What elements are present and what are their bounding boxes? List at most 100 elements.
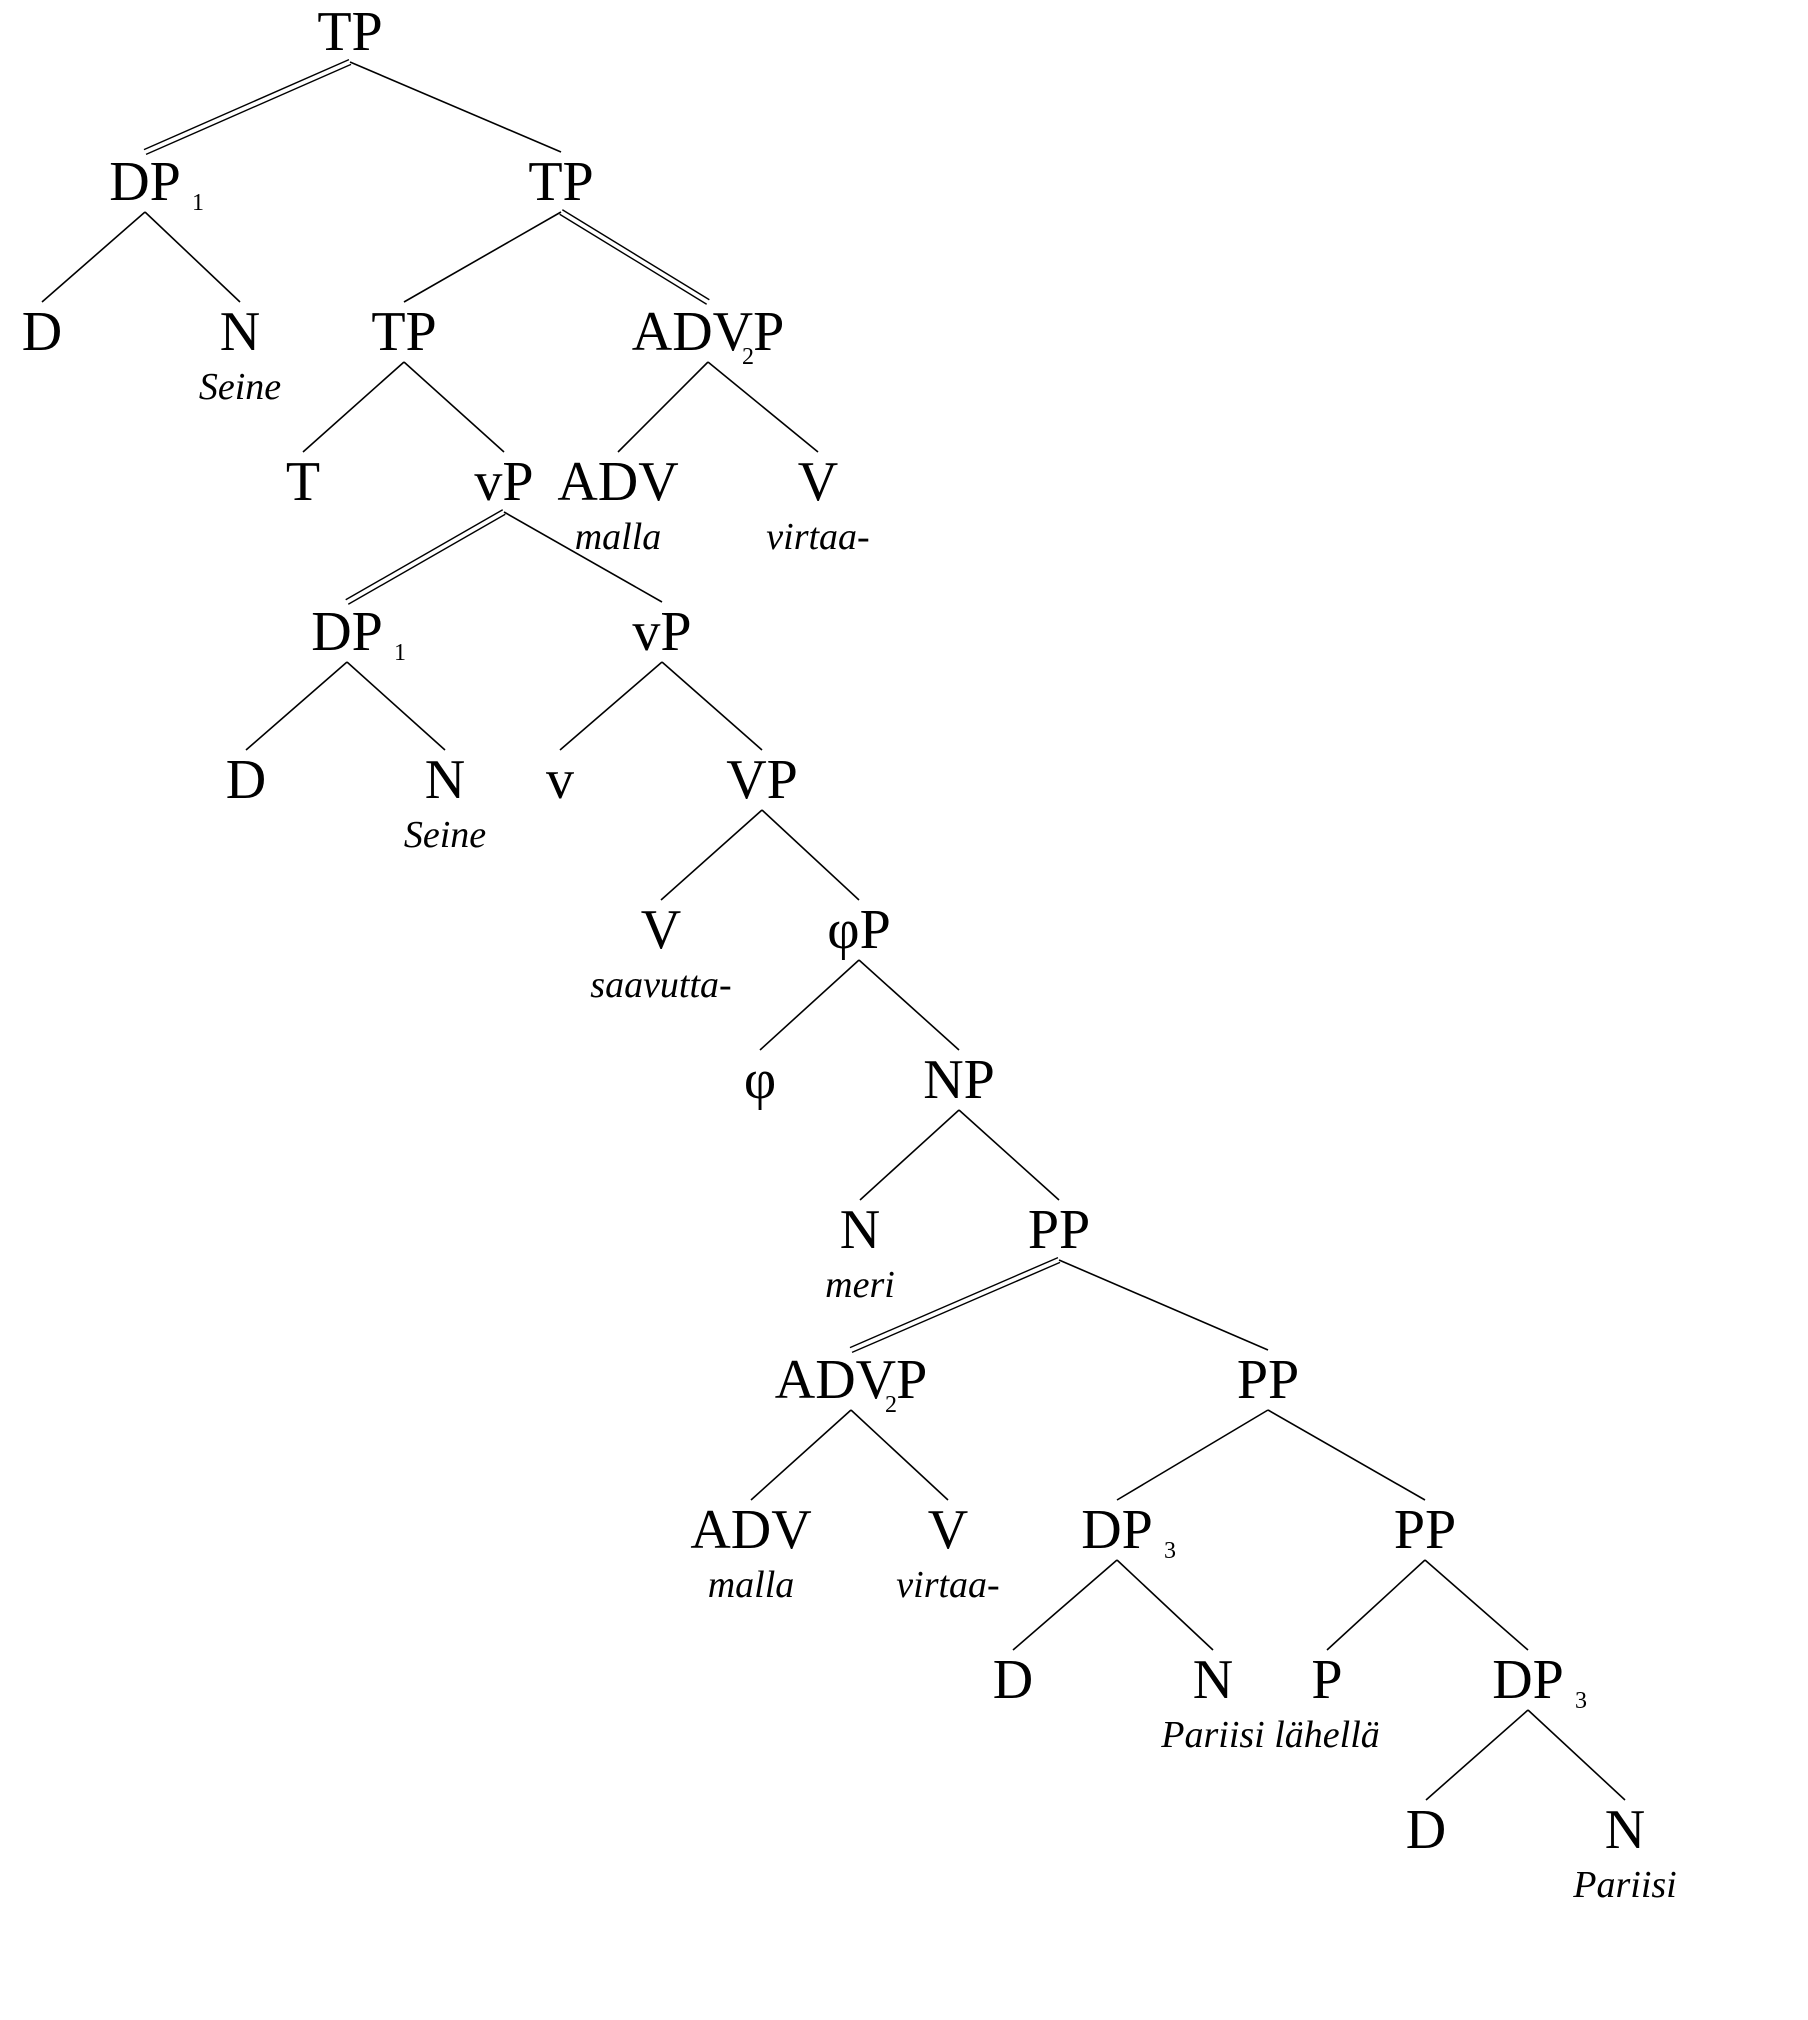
tree-edge bbox=[1116, 1559, 1214, 1651]
node-index-subscript: 2 bbox=[742, 344, 754, 370]
node-category-label: φ bbox=[744, 1049, 776, 1111]
edge-line bbox=[345, 509, 504, 601]
node-category-label: DP bbox=[311, 601, 383, 663]
movement-double-edge bbox=[559, 209, 710, 305]
edge-line bbox=[559, 213, 708, 305]
node-category-label: D bbox=[993, 1649, 1033, 1711]
node-index-subscript: 1 bbox=[394, 640, 406, 666]
node-category-label: PP bbox=[1394, 1499, 1456, 1561]
tree-edge bbox=[503, 511, 663, 603]
tree-node-d-mid: D bbox=[226, 749, 266, 811]
node-word-gloss: lähellä bbox=[1274, 1714, 1380, 1756]
tree-edge bbox=[403, 361, 505, 453]
edge-line bbox=[561, 209, 710, 301]
node-word-gloss: saavutta- bbox=[590, 964, 731, 1006]
node-word-gloss: virtaa- bbox=[766, 516, 869, 558]
node-category-label: D bbox=[22, 301, 62, 363]
tree-edge bbox=[403, 211, 562, 303]
tree-edge bbox=[1527, 1709, 1626, 1801]
node-category-label: PP bbox=[1028, 1199, 1090, 1261]
tree-edge bbox=[1116, 1409, 1269, 1501]
node-category-label: D bbox=[1406, 1799, 1446, 1861]
tree-node-vp-small-1: vP bbox=[474, 451, 533, 513]
node-category-label: DP bbox=[1492, 1649, 1564, 1711]
node-category-label: V bbox=[798, 451, 838, 513]
tree-edges bbox=[41, 58, 1626, 1801]
node-category-label: VP bbox=[726, 749, 798, 811]
tree-edge bbox=[759, 959, 860, 1051]
tree-edge bbox=[346, 661, 446, 751]
tree-node-vp-big: VP bbox=[726, 749, 798, 811]
node-word-gloss: meri bbox=[825, 1264, 895, 1306]
node-category-label: ADVP bbox=[775, 1349, 927, 1411]
node-word-gloss: malla bbox=[575, 516, 662, 558]
node-word-gloss: malla bbox=[708, 1564, 795, 1606]
edge-line bbox=[347, 513, 506, 605]
tree-node-np: NP bbox=[923, 1049, 995, 1111]
tree-edge bbox=[850, 1409, 949, 1501]
node-category-label: N bbox=[840, 1199, 880, 1261]
edge-line bbox=[851, 1261, 1061, 1354]
tree-node-t: T bbox=[286, 451, 320, 513]
edge-line bbox=[145, 63, 352, 156]
node-category-label: v bbox=[546, 749, 574, 811]
tree-node-v-small: v bbox=[546, 749, 574, 811]
tree-edge bbox=[1425, 1709, 1529, 1801]
tree-edge bbox=[859, 1109, 960, 1201]
node-category-label: N bbox=[1605, 1799, 1645, 1861]
node-word-gloss: Pariisi bbox=[1572, 1864, 1676, 1906]
tree-edge bbox=[858, 959, 960, 1051]
tree-edge bbox=[144, 211, 241, 303]
tree-edge bbox=[1424, 1559, 1529, 1651]
tree-edge bbox=[1267, 1409, 1426, 1501]
edge-line bbox=[143, 58, 350, 151]
tree-node-dp1-mid: DP 1 bbox=[311, 601, 406, 666]
node-category-label: V bbox=[928, 1499, 968, 1561]
tree-edge bbox=[349, 61, 562, 153]
tree-edge bbox=[245, 661, 348, 751]
tree-node-vp-small-2: vP bbox=[632, 601, 691, 663]
tree-edge bbox=[41, 211, 146, 303]
tree-edge bbox=[1012, 1559, 1118, 1651]
tree-edge bbox=[1326, 1559, 1426, 1651]
node-word-gloss: Seine bbox=[199, 366, 281, 408]
node-category-label: PP bbox=[1237, 1349, 1299, 1411]
tree-node-pp-1: PP bbox=[1028, 1199, 1090, 1261]
node-category-label: DP bbox=[109, 151, 181, 213]
node-category-label: TP bbox=[317, 1, 382, 63]
node-index-subscript: 3 bbox=[1575, 1688, 1587, 1714]
node-category-label: N bbox=[425, 749, 465, 811]
tree-node-tp-root: TP bbox=[317, 1, 382, 63]
tree-edge bbox=[750, 1409, 852, 1501]
tree-node-phip: φP bbox=[827, 899, 890, 961]
node-category-label: vP bbox=[474, 451, 533, 513]
node-category-label: N bbox=[220, 301, 260, 363]
tree-edge bbox=[617, 361, 709, 453]
tree-node-d-top: D bbox=[22, 301, 62, 363]
node-category-label: DP bbox=[1081, 1499, 1153, 1561]
movement-double-edge bbox=[849, 1256, 1061, 1354]
tree-edge bbox=[661, 661, 763, 751]
node-index-subscript: 2 bbox=[885, 1392, 897, 1418]
tree-node-tp-2: TP bbox=[528, 151, 593, 213]
movement-double-edge bbox=[143, 58, 352, 156]
node-category-label: T bbox=[286, 451, 320, 513]
node-word-gloss: Pariisi bbox=[1160, 1714, 1264, 1756]
node-category-label: φP bbox=[827, 899, 890, 961]
node-category-label: P bbox=[1311, 1649, 1342, 1711]
node-category-label: ADV bbox=[557, 451, 678, 513]
node-category-label: ADV bbox=[690, 1499, 811, 1561]
tree-edge bbox=[707, 361, 819, 453]
